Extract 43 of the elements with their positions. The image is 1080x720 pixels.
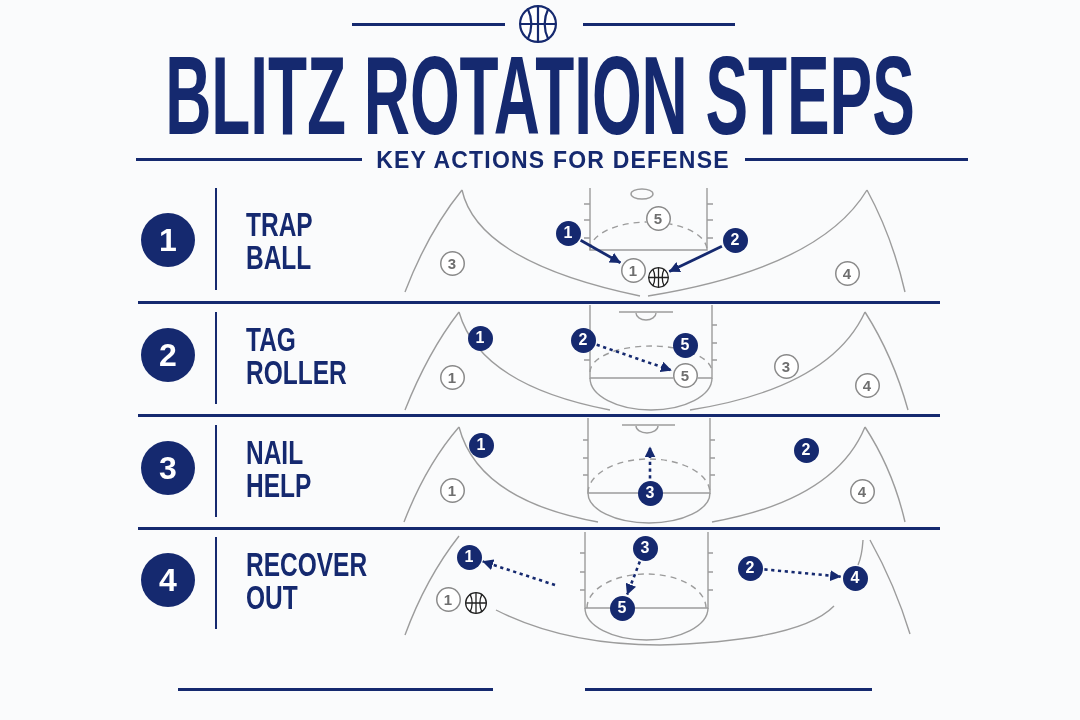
step-badge: 1 bbox=[141, 213, 195, 267]
arrow bbox=[668, 245, 723, 273]
attacker-token: 4 bbox=[849, 478, 875, 504]
dotted-arrow bbox=[625, 561, 641, 595]
defender-token: 2 bbox=[722, 227, 748, 253]
defender-token: 1 bbox=[467, 325, 493, 351]
arrow bbox=[579, 239, 622, 264]
step-badge: 4 bbox=[141, 553, 195, 607]
attacker-token: 1 bbox=[435, 586, 461, 612]
defender-token: 1 bbox=[468, 432, 494, 458]
defender-token: 2 bbox=[793, 437, 819, 463]
defender-token: 4 bbox=[842, 565, 868, 591]
defender-token: 1 bbox=[456, 544, 482, 570]
defender-token: 3 bbox=[632, 535, 658, 561]
dotted-arrow bbox=[482, 559, 556, 587]
basketball-icon bbox=[465, 592, 487, 614]
defender-token: 2 bbox=[737, 555, 763, 581]
defender-token: 2 bbox=[570, 327, 596, 353]
attacker-token: 1 bbox=[439, 477, 465, 503]
title: BLITZ ROTATION STEPS bbox=[165, 54, 915, 138]
defender-token: 3 bbox=[637, 480, 663, 506]
dotted-arrow bbox=[596, 343, 672, 373]
attacker-token: 5 bbox=[672, 362, 698, 388]
subtitle: KEY ACTIONS FOR DEFENSE bbox=[376, 148, 730, 172]
attacker-token: 4 bbox=[834, 260, 860, 286]
defender-token: 5 bbox=[609, 595, 635, 621]
step-label: TRAP BALL bbox=[246, 208, 313, 274]
dotted-arrow bbox=[644, 446, 656, 479]
defender-token: 1 bbox=[555, 220, 581, 246]
attacker-token: 4 bbox=[854, 372, 880, 398]
step-badge: 2 bbox=[141, 328, 195, 382]
step-label: NAIL HELP bbox=[246, 436, 312, 502]
basketball-icon bbox=[647, 266, 669, 288]
attacker-token: 1 bbox=[439, 364, 465, 390]
dotted-arrow bbox=[764, 568, 842, 582]
attacker-token: 3 bbox=[439, 250, 465, 276]
defender-token: 5 bbox=[672, 332, 698, 358]
attacker-token: 1 bbox=[620, 257, 646, 283]
attacker-token: 5 bbox=[645, 205, 671, 231]
step-badge: 3 bbox=[141, 441, 195, 495]
step-label: RECOVER OUT bbox=[246, 548, 368, 614]
step-label: TAG ROLLER bbox=[246, 323, 347, 389]
attacker-token: 3 bbox=[773, 353, 799, 379]
